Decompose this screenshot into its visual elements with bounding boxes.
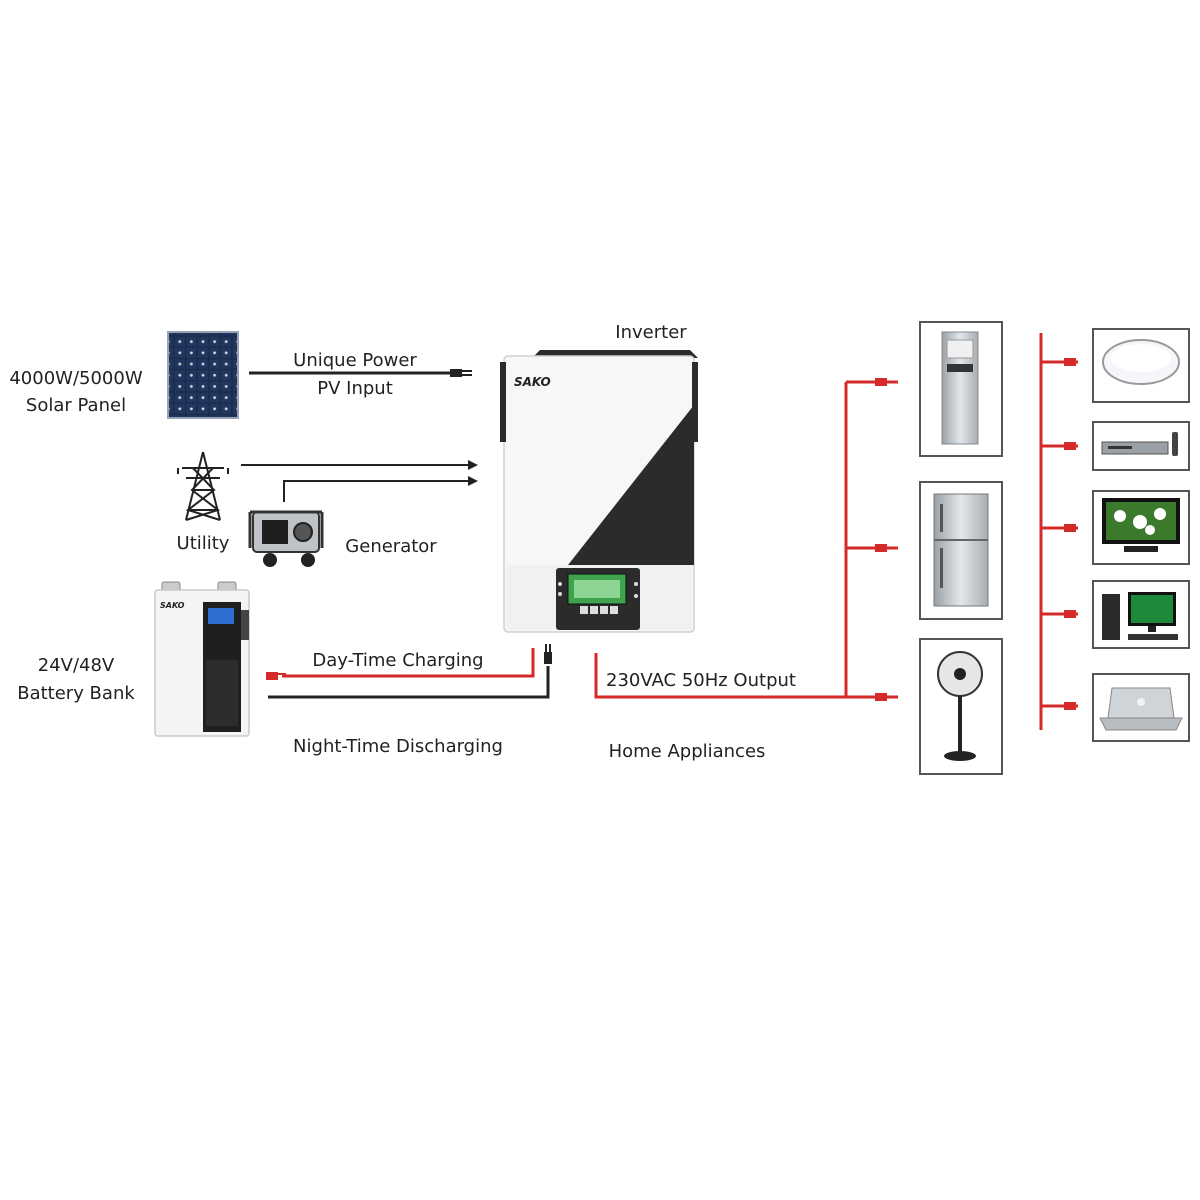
battery-bank-device: [154, 581, 250, 737]
appliance-box-refrigerator: [919, 481, 1003, 620]
night-discharging-line: [268, 644, 552, 699]
generator-icon: [248, 510, 324, 567]
appliance-box-dvd-player: [1092, 421, 1190, 471]
appliance-bus-line: [1039, 333, 1078, 730]
appliance-box-television: [1092, 490, 1190, 565]
battery-bank-label: Battery Bank: [17, 683, 135, 704]
inverter-brand-logo: SAKO: [514, 375, 551, 389]
pv-input-line: [249, 369, 472, 377]
battery-brand-logo: SAKO: [160, 601, 185, 610]
utility-tower-icon: [177, 451, 229, 521]
day-charging-line: [266, 648, 535, 680]
ac-output-line: [594, 378, 898, 701]
utility-label: Utility: [177, 533, 230, 554]
appliance-box-desktop-computer: [1092, 580, 1190, 649]
inverter-device: [500, 350, 698, 633]
solar-power-label: 4000W/5000W: [9, 368, 142, 389]
generator-arrow: [283, 476, 478, 502]
generator-label: Generator: [345, 536, 437, 557]
solar-panel-label: Solar Panel: [26, 395, 126, 416]
night-discharging-label: Night-Time Discharging: [293, 736, 503, 757]
appliance-box-air-conditioner: [919, 321, 1003, 457]
inverter-label: Inverter: [615, 322, 687, 343]
pv-input-label-1: Unique Power: [293, 350, 417, 371]
appliance-box-standing-fan: [919, 638, 1003, 775]
pv-input-label-2: PV Input: [317, 378, 393, 399]
utility-arrow: [241, 460, 478, 470]
solar-panel-icon: [167, 331, 239, 419]
appliance-box-ceiling-light: [1092, 328, 1190, 403]
home-appliances-label: Home Appliances: [609, 741, 766, 762]
day-charging-label: Day-Time Charging: [312, 650, 483, 671]
appliance-box-laptop: [1092, 673, 1190, 742]
battery-voltage-label: 24V/48V: [38, 655, 115, 676]
ac-output-label: 230VAC 50Hz Output: [606, 670, 796, 691]
